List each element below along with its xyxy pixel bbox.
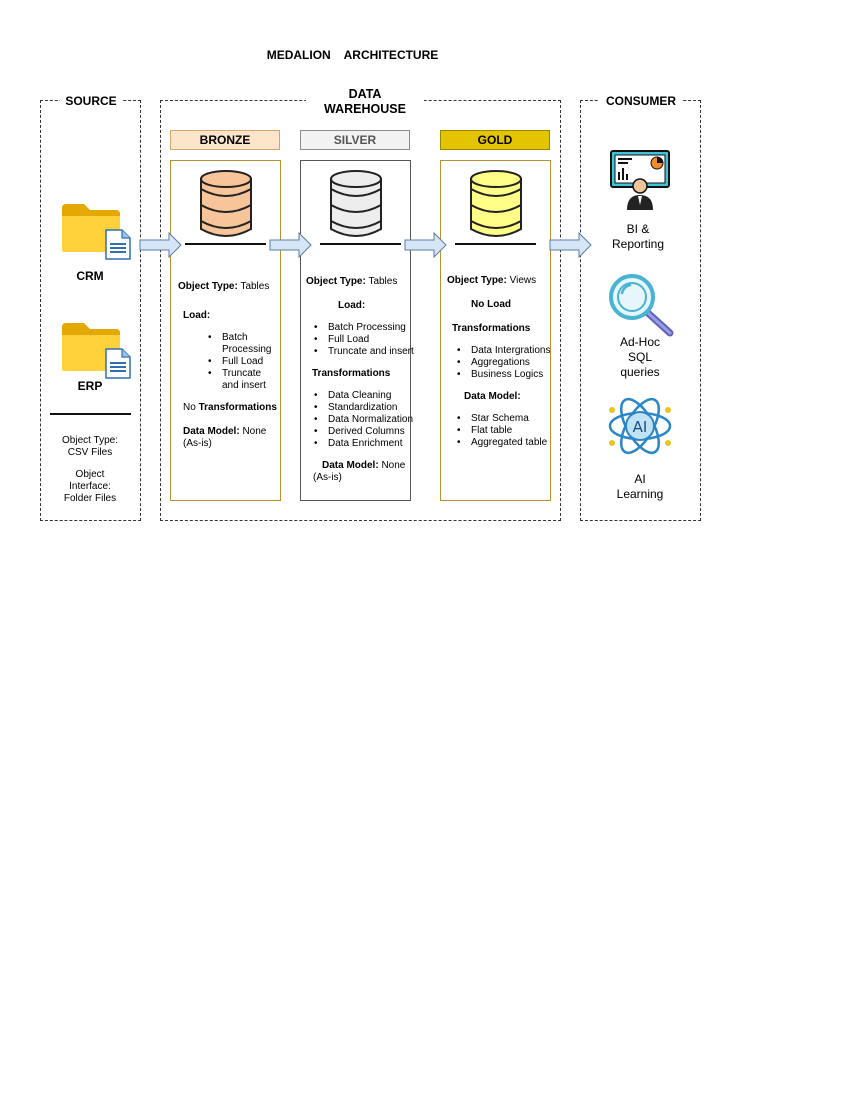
consumer-item-bi-reporting: BI & Reporting <box>611 222 665 251</box>
bronze-transformations-label: Transformations <box>198 402 277 413</box>
silver-data-model-value: None <box>381 460 406 471</box>
bronze-data-model-label: Data Model: <box>183 426 240 437</box>
dashboard-presenter-icon <box>610 150 670 210</box>
gold-object-type-label: Object Type: <box>447 275 507 286</box>
consumer-item-adhoc-sql: Ad-Hoc SQL queries <box>619 335 660 379</box>
warehouse-label: DATA WAREHOUSE <box>306 87 424 117</box>
gold-object-type-value: Views <box>509 275 537 286</box>
silver-load-label: Load: <box>338 300 366 311</box>
bronze-data-model-value: None (As-is) <box>183 426 267 449</box>
flow-arrow-icon <box>404 231 447 259</box>
silver-transformations-list: Data Cleaning Standardization Data Norma… <box>314 390 413 450</box>
silver-data-model-note: (As-is) <box>313 472 342 483</box>
ai-atom-icon: AI <box>608 397 672 455</box>
diagram-title: MEDALION ARCHITECTURE <box>266 48 439 62</box>
bronze-load-list: Batch Processing Full Load Truncate and … <box>208 332 271 392</box>
list-item: Full Load <box>314 334 414 346</box>
source-item-erp: ERP <box>77 379 103 393</box>
gold-object-type: Object Type: Views <box>447 275 536 287</box>
list-item: Flat table <box>457 425 547 437</box>
silver-object-type-value: Tables <box>368 276 398 287</box>
source-item-crm: CRM <box>76 269 104 283</box>
silver-database-icon <box>330 170 382 237</box>
consumer-item-ai-learning: AI Learning <box>616 472 664 501</box>
list-item: Truncate and insert <box>208 368 271 392</box>
silver-separator <box>320 243 401 245</box>
gold-transformations-list: Data Intergrations Aggregations Business… <box>457 345 551 381</box>
silver-load-list: Batch Processing Full Load Truncate and … <box>314 322 414 358</box>
bronze-header: BRONZE <box>170 130 280 150</box>
consumer-label: CONSUMER <box>599 94 683 108</box>
source-divider <box>50 413 131 415</box>
silver-transformations-label: Transformations <box>312 368 391 379</box>
list-item: Aggregations <box>457 357 551 369</box>
gold-panel <box>440 160 551 501</box>
gold-data-model-label: Data Model: <box>464 391 521 402</box>
list-item: Truncate and insert <box>314 346 414 358</box>
flow-arrow-icon <box>139 231 182 259</box>
silver-object-type-label: Object Type: <box>306 276 366 287</box>
gold-data-model-list: Star Schema Flat table Aggregated table <box>457 413 547 449</box>
svg-text:AI: AI <box>633 418 648 436</box>
bronze-panel <box>170 160 281 501</box>
flow-arrow-icon <box>269 231 312 259</box>
silver-object-type: Object Type: Tables <box>306 276 397 288</box>
list-item: Standardization <box>314 402 413 414</box>
bronze-transformations-prefix: No <box>183 402 196 413</box>
list-item: Data Enrichment <box>314 438 413 450</box>
list-item: Star Schema <box>457 413 547 425</box>
folder-document-icon <box>62 323 131 379</box>
silver-data-model-label: Data Model: <box>322 460 379 471</box>
bronze-data-model: Data Model: None (As-is) <box>183 426 266 450</box>
gold-header: GOLD <box>440 130 550 150</box>
bronze-object-type-label: Object Type: <box>178 281 238 292</box>
bronze-object-type: Object Type: Tables <box>178 281 269 293</box>
source-object-type: Object Type: CSV Files <box>62 435 118 458</box>
list-item: Full Load <box>208 356 271 368</box>
list-item: Batch Processing <box>314 322 414 334</box>
gold-database-icon <box>470 170 522 237</box>
list-item: Aggregated table <box>457 437 547 449</box>
silver-header: SILVER <box>300 130 410 150</box>
source-label: SOURCE <box>60 94 122 108</box>
gold-load-label: No Load <box>471 299 511 310</box>
gold-transformations-label: Transformations <box>452 323 531 334</box>
bronze-object-type-value: Tables <box>240 281 270 292</box>
bronze-database-icon <box>200 170 252 237</box>
list-item: Business Logics <box>457 369 551 381</box>
source-object-interface: Object Interface: Folder Files <box>63 469 117 504</box>
silver-data-model: Data Model: None <box>322 460 405 472</box>
bronze-separator <box>185 243 266 245</box>
gold-separator <box>455 243 536 245</box>
list-item: Data Intergrations <box>457 345 551 357</box>
list-item: Data Cleaning <box>314 390 413 402</box>
bronze-load-label: Load: <box>183 310 211 321</box>
bronze-transformations: No Transformations <box>183 402 277 414</box>
folder-document-icon <box>62 204 131 260</box>
magnifier-icon <box>609 274 674 337</box>
flow-arrow-icon <box>549 231 592 259</box>
list-item: Derived Columns <box>314 426 413 438</box>
list-item: Batch Processing <box>208 332 271 356</box>
list-item: Data Normalization <box>314 414 413 426</box>
